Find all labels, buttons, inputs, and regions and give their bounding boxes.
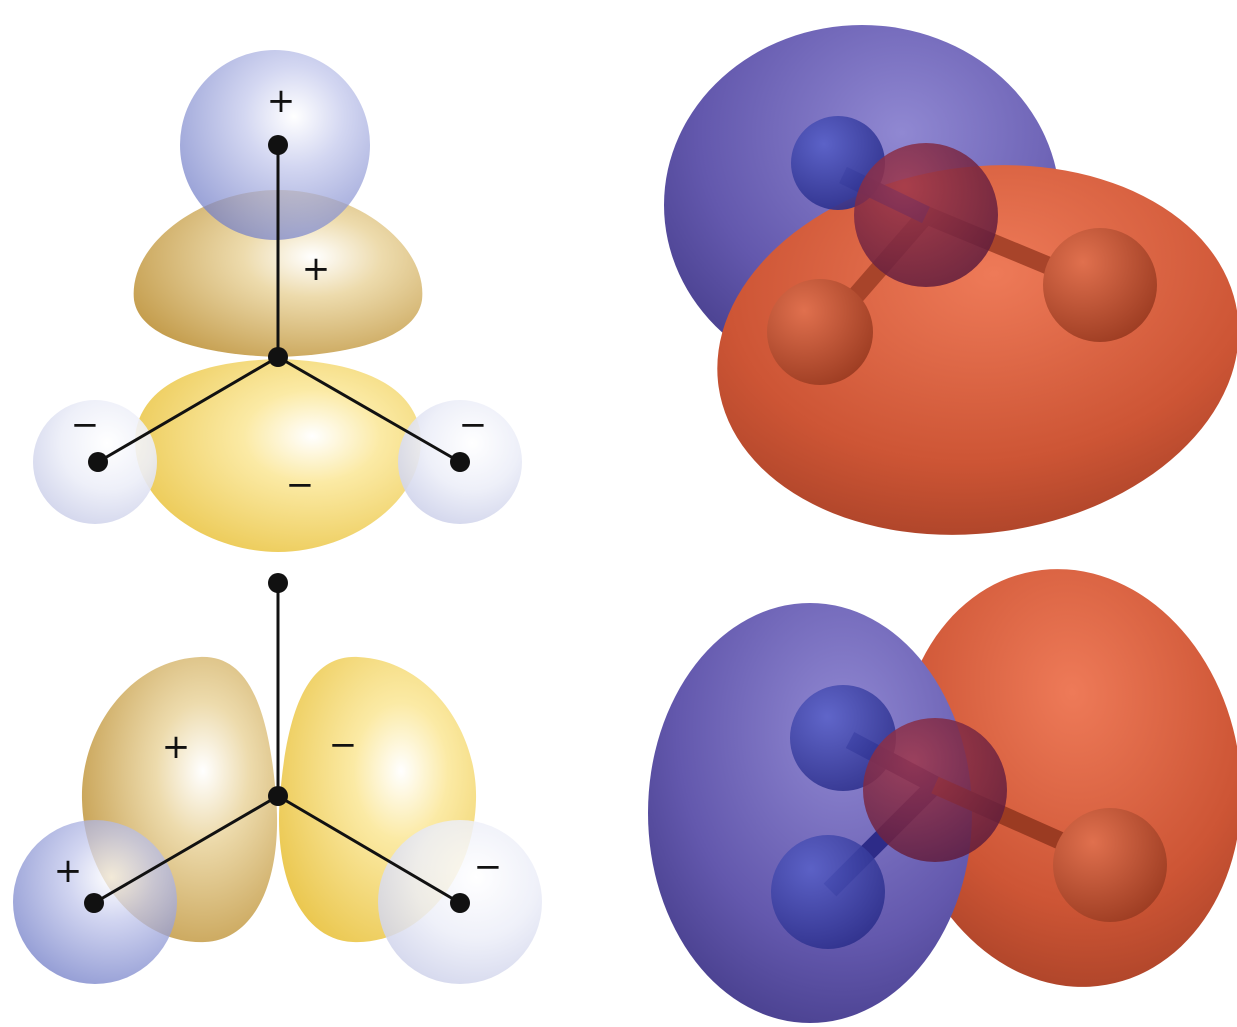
blue-phase-lobe-bottom [648,603,972,1023]
sign-p-right: − [329,725,358,765]
sign-h-left-bottom: + [54,851,83,891]
central-atom-bottom [863,718,1007,862]
top-right-isosurface-panel [664,25,1237,535]
bonds-bottom [93,583,461,905]
h-top-dot-bottom [268,573,288,593]
central-atom-dot [268,347,288,367]
bonds [97,145,461,464]
bottom-right-isosurface-panel [648,569,1237,1023]
sign-p-lower: − [286,465,315,505]
h-atom-lower-bottom [771,835,885,949]
h-atom-right-bottom [1053,808,1167,922]
molecule-ball-stick [767,116,1157,385]
sign-h-left: − [71,405,100,445]
sign-p-upper: + [302,249,331,289]
sign-h-right-bottom: − [474,847,503,887]
sign-h-right: − [459,405,488,445]
h-left-dot [88,452,108,472]
sign-h-top: + [267,81,296,121]
top-left-orbital-panel: + + − − − [33,50,522,552]
h-atom-right [1043,228,1157,342]
h-left-dot-bottom [84,893,104,913]
sign-p-left: + [162,727,191,767]
h-right-dot [450,452,470,472]
h-right-dot-bottom [450,893,470,913]
lower-p-lobe [135,359,421,552]
bottom-left-orbital-panel: + − + − [13,573,542,984]
h-atom-left [767,279,873,385]
molecule-ball-stick-bottom [771,685,1167,949]
h-top-dot [268,135,288,155]
central-atom [854,143,998,287]
central-atom-dot-bottom [268,786,288,806]
